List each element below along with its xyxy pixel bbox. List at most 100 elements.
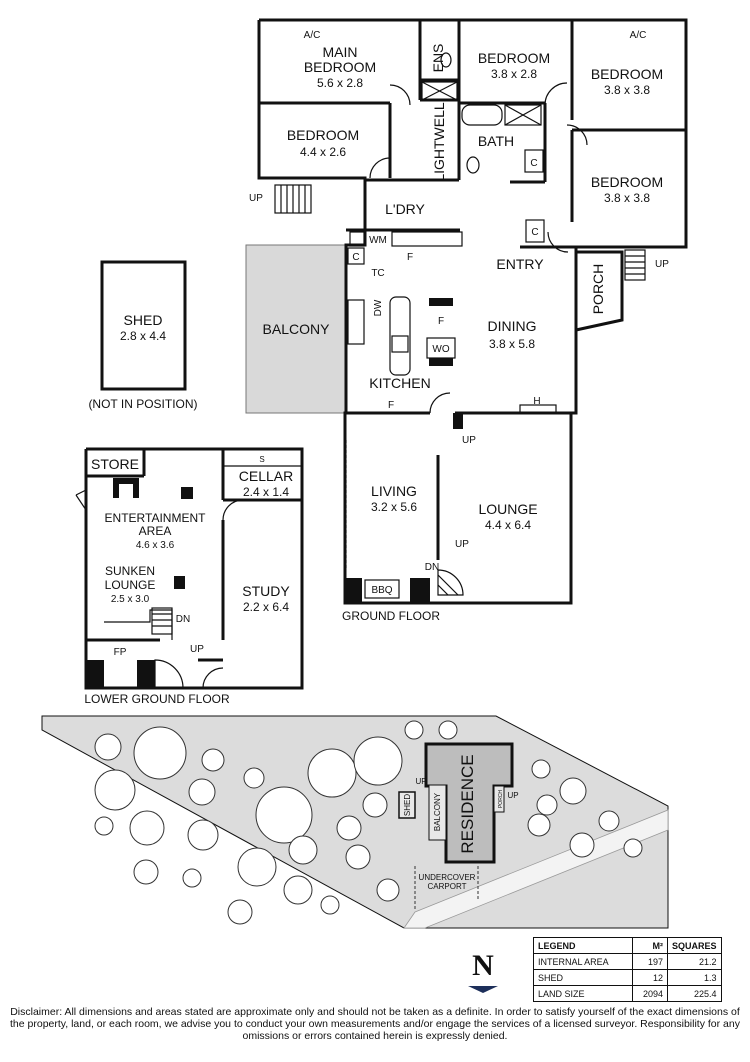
site-up-label-1: UP [415, 777, 426, 786]
residence-label: RESIDENCE [458, 754, 477, 853]
cellar-size: 2.4 x 1.4 [243, 485, 289, 499]
legend-table: LEGEND M² SQUARES INTERNAL AREA 197 21.2… [533, 937, 722, 1002]
entry-label: ENTRY [496, 256, 544, 272]
dn-label-lower: DN [176, 614, 190, 625]
trees [94, 720, 643, 925]
legend-row-m2: 197 [632, 953, 668, 970]
bedroom-4-size: 4.4 x 2.6 [300, 145, 346, 159]
laundry-label: L'DRY [385, 201, 425, 217]
sunken-lounge-label-2: LOUNGE [105, 578, 156, 592]
up-label-left: UP [249, 193, 263, 204]
shed-size: 2.8 x 4.4 [120, 329, 166, 343]
up-label-lounge-1: UP [462, 435, 476, 446]
fp-label: FP [114, 647, 127, 658]
lounge-label: LOUNGE [478, 501, 537, 517]
f-label-kitchen-1: F [438, 316, 444, 327]
north-arrow-icon: N [468, 949, 498, 993]
site-balcony-label: BALCONY [433, 792, 442, 831]
bedroom-2-label: BEDROOM [478, 50, 550, 66]
porch-outline [575, 250, 624, 332]
up-label-lower: UP [190, 644, 204, 655]
study-size: 2.2 x 6.4 [243, 600, 289, 614]
legend-row-label: LAND SIZE [533, 985, 633, 1002]
up-label-porch: UP [655, 259, 669, 270]
dw-label: DW [373, 299, 384, 316]
main-bedroom-label-2: BEDROOM [304, 59, 376, 75]
legend-header-m2: M² [632, 937, 668, 954]
legend-row-squares: 225.4 [667, 985, 722, 1002]
dining-label: DINING [488, 318, 537, 334]
legend-row-squares: 21.2 [667, 953, 722, 970]
legend-row-squares: 1.3 [667, 969, 722, 986]
legend-row: LAND SIZE 2094 225.4 [533, 985, 722, 1002]
shed-label: SHED [124, 312, 163, 328]
f-label-kitchen-2: F [388, 400, 394, 411]
disclaimer-text: Disclaimer: All dimensions and areas sta… [10, 1006, 740, 1042]
driveway [403, 809, 669, 929]
cellar-label: CELLAR [239, 468, 293, 484]
site-plan: RESIDENCE SHED BALCONY PORCH UP UP UNDER… [41, 715, 669, 993]
bedroom-2-size: 3.8 x 2.8 [491, 67, 537, 81]
entertainment-label-1: ENTERTAINMENT [105, 511, 207, 525]
living-label: LIVING [371, 483, 417, 499]
north-label: N [472, 949, 494, 982]
up-label-lounge-2: UP [455, 539, 469, 550]
shed-note: (NOT IN POSITION) [88, 397, 197, 411]
c-label-bath: C [530, 158, 537, 169]
ac-label-2: A/C [630, 30, 647, 41]
site-up-label-2: UP [507, 791, 518, 800]
legend-header-squares: SQUARES [667, 937, 722, 954]
legend-row-m2: 12 [632, 969, 668, 986]
store-label: STORE [91, 456, 139, 472]
wm-label: WM [369, 235, 387, 246]
f-label-laundry: F [407, 252, 413, 263]
lower-ground-floor-plan: S STORE CELLAR 2.4 x 1.4 ENTERTAINMENT A… [75, 447, 304, 706]
s-label: S [259, 455, 264, 464]
bbq-label: BBQ [371, 585, 392, 596]
site-shed-label: SHED [403, 794, 412, 816]
bedroom-3-label: BEDROOM [591, 66, 663, 82]
kitchen-label: KITCHEN [369, 375, 430, 391]
h-label: H [533, 396, 540, 407]
c-label-laundry: C [352, 252, 359, 263]
ac-label-1: A/C [304, 30, 321, 41]
entertainment-label-2: AREA [139, 524, 172, 538]
legend-row-m2: 2094 [632, 985, 668, 1002]
living-size: 3.2 x 5.6 [371, 500, 417, 514]
legend-header-row: LEGEND M² SQUARES [533, 937, 722, 954]
sunken-lounge-label-1: SUNKEN [105, 564, 155, 578]
study-label: STUDY [242, 583, 290, 599]
bath-label: BATH [478, 133, 514, 149]
tc-label: TC [371, 268, 384, 279]
ground-floor-title: GROUND FLOOR [342, 609, 440, 623]
dining-size: 3.8 x 5.8 [489, 337, 535, 351]
balcony-area [245, 244, 347, 414]
bedroom-5-label: BEDROOM [591, 174, 663, 190]
site-porch-label: PORCH [498, 790, 504, 808]
wo-label: WO [432, 344, 449, 355]
lounge-size: 4.4 x 6.4 [485, 518, 531, 532]
sunken-lounge-size: 2.5 x 3.0 [111, 594, 150, 605]
legend-header-label: LEGEND [533, 937, 633, 954]
c-label-entry: C [531, 227, 538, 238]
main-bedroom-size: 5.6 x 2.8 [317, 76, 363, 90]
ens-label: ENS [430, 44, 446, 73]
dn-label-lounge: DN [425, 562, 439, 573]
ground-floor-outer-wall [257, 18, 688, 605]
carport-label-1: UNDERCOVER [419, 873, 476, 882]
main-bedroom-label-1: MAIN [323, 44, 358, 60]
entertainment-size: 4.6 x 3.6 [136, 540, 175, 551]
bedroom-4-label: BEDROOM [287, 127, 359, 143]
balcony-label: BALCONY [263, 321, 331, 337]
legend-row-label: SHED [533, 969, 633, 986]
shed-plan: SHED 2.8 x 4.4 (NOT IN POSITION) [88, 260, 198, 411]
legend-row: INTERNAL AREA 197 21.2 [533, 953, 722, 970]
legend-row: SHED 12 1.3 [533, 969, 722, 986]
ground-floor-plan: BALCONY [245, 18, 688, 623]
lightwell-label: LIGHTWELL [431, 102, 447, 182]
bedroom-3-size: 3.8 x 3.8 [604, 83, 650, 97]
carport-label-2: CARPORT [428, 882, 467, 891]
legend-row-label: INTERNAL AREA [533, 953, 633, 970]
porch-label: PORCH [590, 264, 606, 315]
